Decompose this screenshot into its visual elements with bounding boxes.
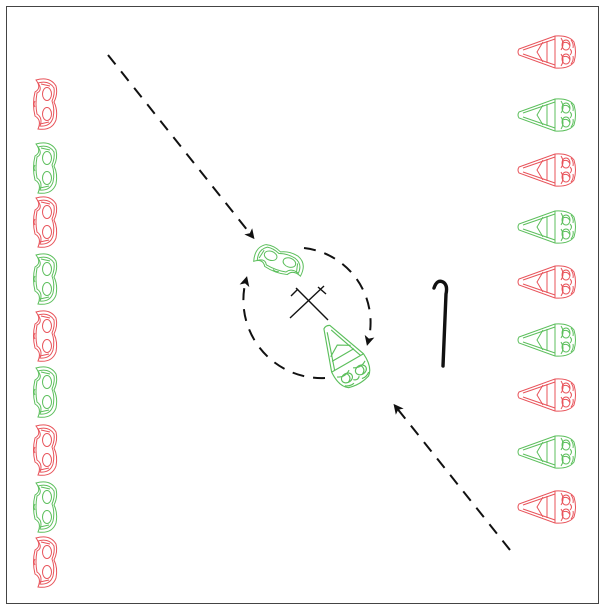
right-mask-item <box>517 98 576 132</box>
center-full-mask <box>323 324 371 389</box>
left-mask-item <box>33 78 58 130</box>
circle-arrow-right <box>303 247 375 346</box>
circle-arrow-left <box>239 276 326 380</box>
crossed-swords-icon <box>289 285 329 321</box>
full-face-mask-icon <box>517 98 576 132</box>
half-mask-icon <box>33 536 58 588</box>
half-mask-icon <box>33 366 58 418</box>
arrow-top-left <box>107 54 255 240</box>
half-mask-icon <box>253 244 304 278</box>
full-face-mask-icon <box>517 210 576 244</box>
full-face-mask-icon <box>517 265 576 299</box>
right-mask-item <box>517 490 576 524</box>
half-mask-icon <box>33 481 58 533</box>
left-mask-item <box>33 142 58 194</box>
half-mask-icon <box>33 253 58 305</box>
right-mask-item <box>517 378 576 412</box>
half-mask-icon <box>33 310 58 362</box>
right-mask-item <box>517 435 576 469</box>
center-half-mask <box>253 244 304 278</box>
left-mask-item <box>33 424 58 476</box>
left-mask-item <box>33 481 58 533</box>
full-face-mask-icon <box>517 35 576 69</box>
half-mask-icon <box>33 78 58 130</box>
left-mask-item <box>33 536 58 588</box>
left-mask-item <box>33 366 58 418</box>
full-face-mask-icon <box>517 490 576 524</box>
left-mask-item <box>33 253 58 305</box>
left-mask-item <box>33 196 58 248</box>
full-face-mask-icon <box>517 378 576 412</box>
full-face-mask-icon <box>517 323 576 357</box>
right-mask-column <box>517 35 576 524</box>
right-mask-item <box>517 265 576 299</box>
cane-icon <box>432 279 449 368</box>
half-mask-icon <box>33 424 58 476</box>
frame-border <box>6 6 599 604</box>
full-face-mask-icon <box>517 435 576 469</box>
left-mask-item <box>33 310 58 362</box>
half-mask-icon <box>33 196 58 248</box>
full-face-mask-icon <box>517 153 576 187</box>
right-mask-item <box>517 323 576 357</box>
right-mask-item <box>517 153 576 187</box>
half-mask-icon <box>33 142 58 194</box>
right-mask-item <box>517 35 576 69</box>
full-face-mask-icon <box>323 324 371 389</box>
left-mask-column <box>33 78 58 588</box>
arrow-bottom-right <box>393 403 511 551</box>
right-mask-item <box>517 210 576 244</box>
